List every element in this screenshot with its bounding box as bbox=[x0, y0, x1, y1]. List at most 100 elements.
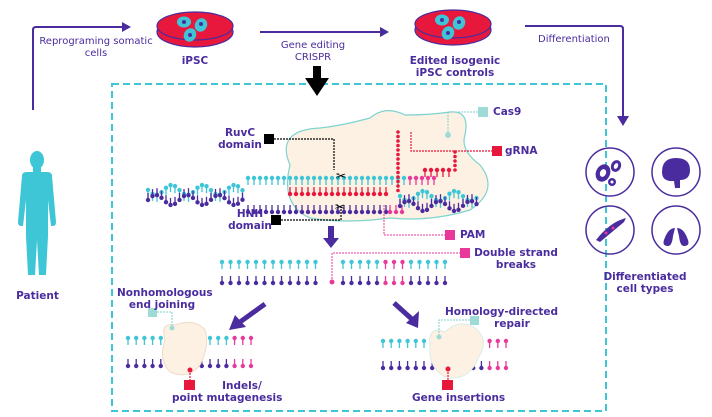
helix-nucleotide bbox=[235, 196, 241, 206]
hdr-top-nucleotide bbox=[495, 338, 500, 348]
grna-loop-nucleotide bbox=[446, 167, 452, 177]
helix-nucleotide bbox=[235, 184, 241, 194]
dsb-top-nucleotide bbox=[442, 259, 448, 269]
grna-loop-nucleotide bbox=[440, 167, 446, 177]
dsb-bottom-nucleotide bbox=[287, 276, 293, 286]
patient-label: Patient bbox=[16, 290, 59, 302]
blood-cells-icon bbox=[585, 147, 635, 197]
bottom-strand-nucleotide bbox=[245, 205, 251, 215]
bottom-strand-nucleotide bbox=[281, 205, 287, 215]
grna-nucleotide bbox=[353, 187, 359, 197]
edited-ipsc-label: Edited isogenic iPSC controls bbox=[395, 55, 515, 79]
nhej-bottom-nucleotide bbox=[207, 359, 213, 369]
top-strand-nucleotide bbox=[389, 175, 395, 185]
top-strand-nucleotide bbox=[377, 175, 383, 185]
arrowhead-icon bbox=[617, 116, 629, 126]
hdr-line1: Homology-directed bbox=[445, 306, 558, 318]
top-strand-nucleotide bbox=[425, 175, 431, 185]
helix-nucleotide bbox=[154, 188, 160, 198]
hdr-bottom-nucleotide bbox=[380, 361, 386, 371]
helix-nucleotide bbox=[469, 194, 475, 204]
grna-nucleotide bbox=[329, 187, 335, 197]
helix-nucleotide bbox=[177, 192, 182, 203]
dsb-bottom-nucleotide bbox=[391, 276, 397, 286]
top-strand-nucleotide bbox=[329, 175, 335, 185]
grna-stem bbox=[396, 148, 400, 152]
grna-label-marker bbox=[492, 146, 502, 156]
cas9-connector bbox=[445, 107, 488, 138]
dsb-top-nucleotide bbox=[228, 259, 233, 269]
bottom-strand-nucleotide bbox=[359, 205, 365, 215]
nhej-arrow bbox=[238, 301, 267, 325]
dsb-top-nucleotide bbox=[287, 259, 293, 269]
helix-nucleotide bbox=[456, 189, 461, 200]
grna-nucleotide bbox=[311, 187, 317, 197]
hnh-line1: HNH bbox=[236, 208, 264, 220]
dsb-bottom-nucleotide bbox=[262, 276, 267, 286]
ruvc-label: RuvC domain bbox=[218, 127, 262, 151]
grna-nucleotide bbox=[323, 187, 329, 197]
grna-stem bbox=[396, 152, 400, 157]
grna-nucleotide bbox=[287, 187, 293, 197]
nhej-bottom-nucleotide bbox=[224, 359, 229, 369]
grna-loop-nucleotide bbox=[434, 167, 440, 177]
helix-nucleotide bbox=[474, 197, 479, 207]
grna-stem bbox=[396, 134, 400, 139]
top-strand-nucleotide bbox=[383, 175, 389, 185]
dsb-top-nucleotide bbox=[400, 259, 405, 269]
bottom-strand-nucleotide bbox=[383, 205, 389, 215]
helix-nucleotide bbox=[447, 191, 452, 201]
grna-stem bbox=[396, 161, 400, 166]
indels-label-marker bbox=[184, 380, 195, 390]
dsb-top-nucleotide bbox=[425, 259, 431, 269]
top-strand-nucleotide bbox=[347, 175, 353, 185]
arrowhead-icon bbox=[122, 22, 131, 32]
top-strand-nucleotide bbox=[251, 175, 257, 185]
grna-nucleotide bbox=[335, 187, 341, 197]
cas9-label-marker bbox=[478, 107, 488, 117]
nhej-protein-shape bbox=[161, 321, 208, 376]
top-strand-nucleotide bbox=[275, 175, 281, 185]
top-strand-nucleotide bbox=[365, 175, 371, 185]
helix-nucleotide bbox=[199, 182, 205, 193]
helix-nucleotide bbox=[460, 198, 466, 209]
nhej-bottom-nucleotide bbox=[248, 359, 254, 369]
helix-nucleotide bbox=[406, 194, 412, 204]
ruvc-label-marker bbox=[264, 134, 274, 144]
helix-nucleotide bbox=[204, 196, 209, 207]
dsb-bottom-nucleotide bbox=[219, 276, 225, 286]
helix-nucleotide bbox=[226, 195, 232, 205]
helix-nucleotide bbox=[420, 188, 425, 199]
dsb-bottom-nucleotide bbox=[253, 276, 259, 286]
grna-stem bbox=[396, 188, 400, 193]
top-strand-nucleotide bbox=[305, 175, 311, 185]
top-strand-nucleotide bbox=[299, 175, 305, 185]
grna-stem bbox=[396, 170, 400, 175]
helix-nucleotide bbox=[145, 193, 151, 203]
nhej-connector bbox=[148, 308, 175, 331]
indels-line2: point mutagenesis bbox=[172, 392, 283, 404]
dsb-top-nucleotide bbox=[383, 259, 388, 269]
top-strand-nucleotide bbox=[287, 175, 293, 185]
differentiation-label: Differentiation bbox=[538, 34, 610, 45]
dsb-top-nucleotide bbox=[219, 259, 225, 269]
pam-nucleotide bbox=[387, 205, 393, 215]
helix-nucleotide bbox=[204, 183, 209, 194]
pam-label: PAM bbox=[460, 229, 486, 241]
dsb-top-nucleotide bbox=[349, 259, 354, 269]
top-strand-nucleotide bbox=[359, 175, 365, 185]
top-strand-nucleotide bbox=[431, 175, 437, 185]
hdr-top-nucleotide bbox=[487, 338, 492, 348]
dsb-bottom-nucleotide bbox=[279, 276, 284, 286]
dsb-bottom-nucleotide bbox=[349, 276, 354, 286]
bottom-strand-nucleotide bbox=[299, 205, 305, 215]
differentiated-line2: cell types bbox=[616, 283, 674, 295]
bottom-strand-nucleotide bbox=[287, 205, 293, 215]
hdr-top-nucleotide bbox=[421, 338, 427, 348]
top-strand-nucleotide bbox=[317, 175, 323, 185]
helix-nucleotide bbox=[397, 199, 403, 209]
top-strand-nucleotide bbox=[293, 175, 299, 185]
helix-nucleotide bbox=[195, 185, 200, 195]
helix-nucleotide bbox=[420, 203, 425, 214]
helix-nucleotide bbox=[172, 196, 178, 207]
